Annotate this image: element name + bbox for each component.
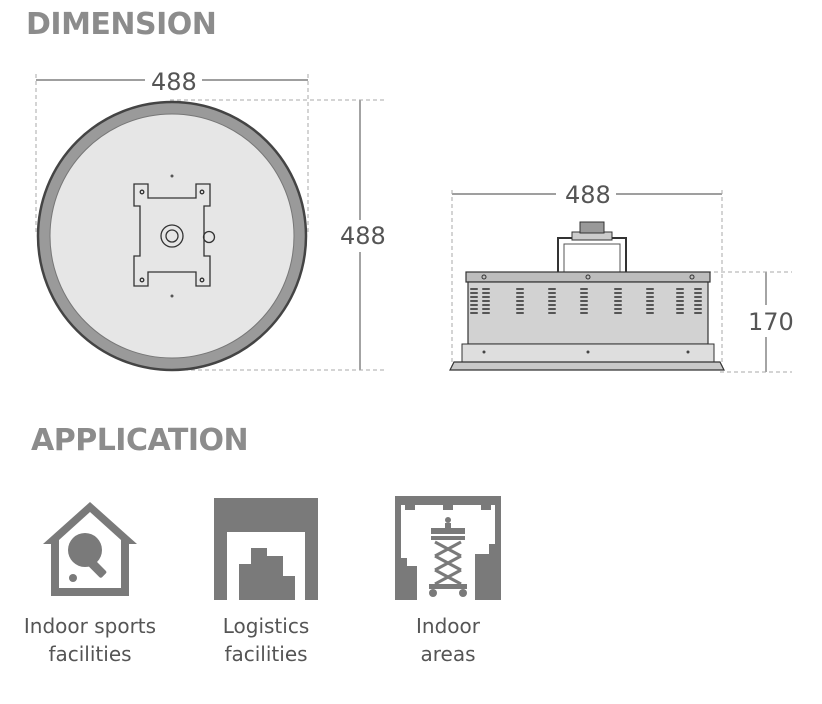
vent-slot	[614, 304, 622, 306]
indoor-areas-icon	[395, 496, 501, 600]
vent-slot	[470, 288, 478, 290]
vent-slot	[470, 292, 478, 294]
vent-slot	[470, 300, 478, 302]
vent-slot	[676, 312, 684, 314]
vent-slot	[676, 292, 684, 294]
application-label: Indoor sports facilities	[23, 614, 157, 666]
vent-slot	[516, 312, 524, 314]
vent-slot	[614, 300, 622, 302]
vent-slot	[516, 296, 524, 298]
vent-slot	[614, 292, 622, 294]
vent-slot	[482, 312, 490, 314]
side-view-width-label: 488	[561, 183, 615, 207]
vent-slot	[646, 288, 654, 290]
vent-slot	[516, 292, 524, 294]
vent-slot	[548, 304, 556, 306]
vent-slot	[470, 312, 478, 314]
top-view-drawing	[35, 74, 386, 372]
top-view-width-label: 488	[147, 70, 201, 94]
vent-slot	[614, 288, 622, 290]
vent-slot	[676, 288, 684, 290]
side-view-drawing	[449, 190, 792, 373]
side-view-height-label: 170	[748, 308, 794, 336]
application-item-indoor-sports: Indoor sports facilities	[20, 496, 160, 668]
vent-slot	[614, 296, 622, 298]
vent-slot	[482, 304, 490, 306]
vent-slot	[694, 304, 702, 306]
vent-slot	[580, 288, 588, 290]
vent-slot	[548, 312, 556, 314]
vent-slot	[694, 308, 702, 310]
vent-slot	[580, 300, 588, 302]
vent-slot	[482, 300, 490, 302]
application-label: Logistics facilities	[222, 614, 310, 666]
vent-slot	[482, 288, 490, 290]
vent-slot	[694, 288, 702, 290]
application-label: Indoor areas	[416, 614, 480, 666]
top-view-height-label: 488	[340, 222, 386, 250]
vent-slot	[614, 308, 622, 310]
indoor-sports-icon	[43, 502, 137, 596]
vent-slot	[694, 296, 702, 298]
vent-slot	[482, 296, 490, 298]
vent-slot	[694, 312, 702, 314]
vent-slot	[548, 292, 556, 294]
vent-slot	[646, 296, 654, 298]
vent-slot	[548, 308, 556, 310]
vent-slot	[516, 300, 524, 302]
vent-slot	[470, 296, 478, 298]
vent-slot	[470, 304, 478, 306]
mounting-bracket	[133, 183, 216, 287]
vent-slot	[646, 308, 654, 310]
vent-slot	[516, 308, 524, 310]
vent-slot	[614, 312, 622, 314]
vent-slot	[694, 292, 702, 294]
vent-slot	[676, 308, 684, 310]
vent-slot	[646, 304, 654, 306]
vent-slot	[676, 304, 684, 306]
vent-slot	[580, 312, 588, 314]
vent-slot	[548, 300, 556, 302]
logistics-icon	[214, 498, 318, 600]
cooling-vents	[470, 288, 702, 314]
vent-slot	[516, 304, 524, 306]
vent-slot	[646, 292, 654, 294]
vent-slot	[694, 300, 702, 302]
vent-slot	[482, 292, 490, 294]
vent-slot	[482, 308, 490, 310]
vent-slot	[548, 296, 556, 298]
vent-slot	[646, 312, 654, 314]
application-item-indoor-areas: Indoor areas	[378, 496, 518, 668]
vent-slot	[580, 292, 588, 294]
vent-slot	[676, 300, 684, 302]
vent-slot	[580, 296, 588, 298]
dimension-drawing	[35, 74, 792, 373]
vent-slot	[470, 308, 478, 310]
vent-slot	[516, 288, 524, 290]
dimension-heading: DIMENSION	[26, 7, 217, 42]
vent-slot	[646, 300, 654, 302]
vent-slot	[548, 288, 556, 290]
vent-slot	[580, 304, 588, 306]
application-heading: APPLICATION	[31, 423, 249, 458]
vent-slot	[676, 296, 684, 298]
application-item-logistics: Logistics facilities	[196, 496, 336, 668]
vent-slot	[580, 308, 588, 310]
